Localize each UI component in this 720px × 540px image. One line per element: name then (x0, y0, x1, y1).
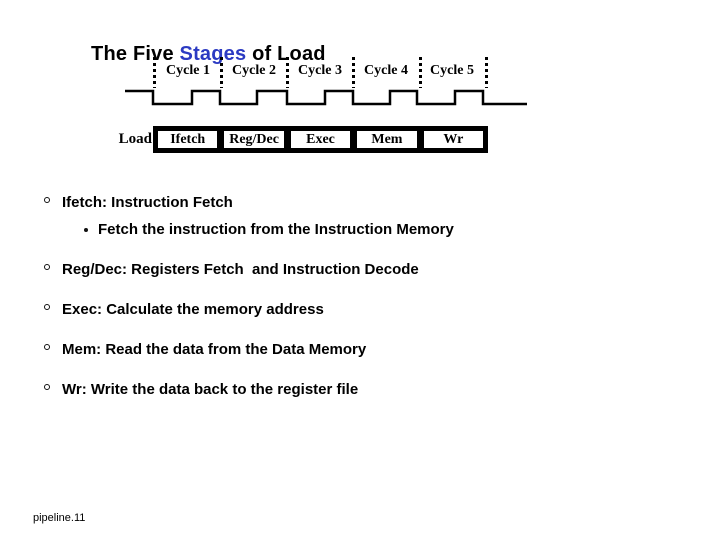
pipeline-stage-row: Ifetch Reg/Dec Exec Mem Wr (153, 126, 488, 153)
degree-bullet-icon (44, 264, 50, 270)
bullet-regdec: Reg/Dec: Registers Fetch and Instruction… (44, 261, 419, 279)
cycle-label-2: Cycle 2 (232, 63, 276, 78)
cycle-label-5: Cycle 5 (430, 63, 474, 78)
bullet-exec: Exec: Calculate the memory address (44, 301, 324, 319)
stage-box-regdec: Reg/Dec (223, 130, 285, 149)
bullet-text: Ifetch: Instruction Fetch (62, 194, 233, 211)
degree-bullet-icon (44, 304, 50, 310)
bullet-ifetch: Ifetch: Instruction Fetch (44, 194, 233, 212)
stage-box-wr: Wr (422, 130, 485, 149)
slide-footer-page-label: pipeline.11 (33, 512, 86, 524)
title-text-post: of Load (246, 43, 326, 65)
clock-waveform (125, 89, 527, 106)
degree-bullet-icon (44, 384, 50, 390)
dot-bullet-icon (84, 228, 88, 232)
bullet-text: Mem: Read the data from the Data Memory (62, 341, 367, 358)
cycle-separator (352, 57, 355, 88)
cycle-label-3: Cycle 3 (298, 63, 342, 78)
bullet-text: Wr: Write the data back to the register … (62, 381, 359, 398)
bullet-wr: Wr: Write the data back to the register … (44, 381, 358, 399)
cycle-label-4: Cycle 4 (364, 63, 408, 78)
degree-bullet-icon (44, 344, 50, 350)
stage-box-exec: Exec (289, 130, 352, 149)
cycle-separator (485, 57, 488, 88)
bullet-text: Reg/Dec: Registers Fetch and Instruction… (62, 261, 419, 278)
cycle-separator (419, 57, 422, 88)
degree-bullet-icon (44, 197, 50, 203)
subbullet-ifetch-detail: Fetch the instruction from the Instructi… (84, 221, 454, 239)
bullet-mem: Mem: Read the data from the Data Memory (44, 341, 366, 359)
title-text-highlight: Stages (179, 43, 247, 65)
bullet-text: Exec: Calculate the memory address (62, 301, 324, 318)
page-title: The Five Stages of Load (68, 20, 326, 89)
subbullet-text: Fetch the instruction from the Instructi… (98, 221, 454, 238)
stage-box-ifetch: Ifetch (157, 130, 219, 149)
cycle-label-1: Cycle 1 (166, 63, 210, 78)
cycle-separator (220, 57, 223, 88)
title-text-pre: The Five (91, 43, 180, 65)
cycle-separator (153, 57, 156, 88)
cycle-separator (286, 57, 289, 88)
stage-box-mem: Mem (356, 130, 418, 149)
pipeline-instruction-label: Load (118, 131, 152, 147)
